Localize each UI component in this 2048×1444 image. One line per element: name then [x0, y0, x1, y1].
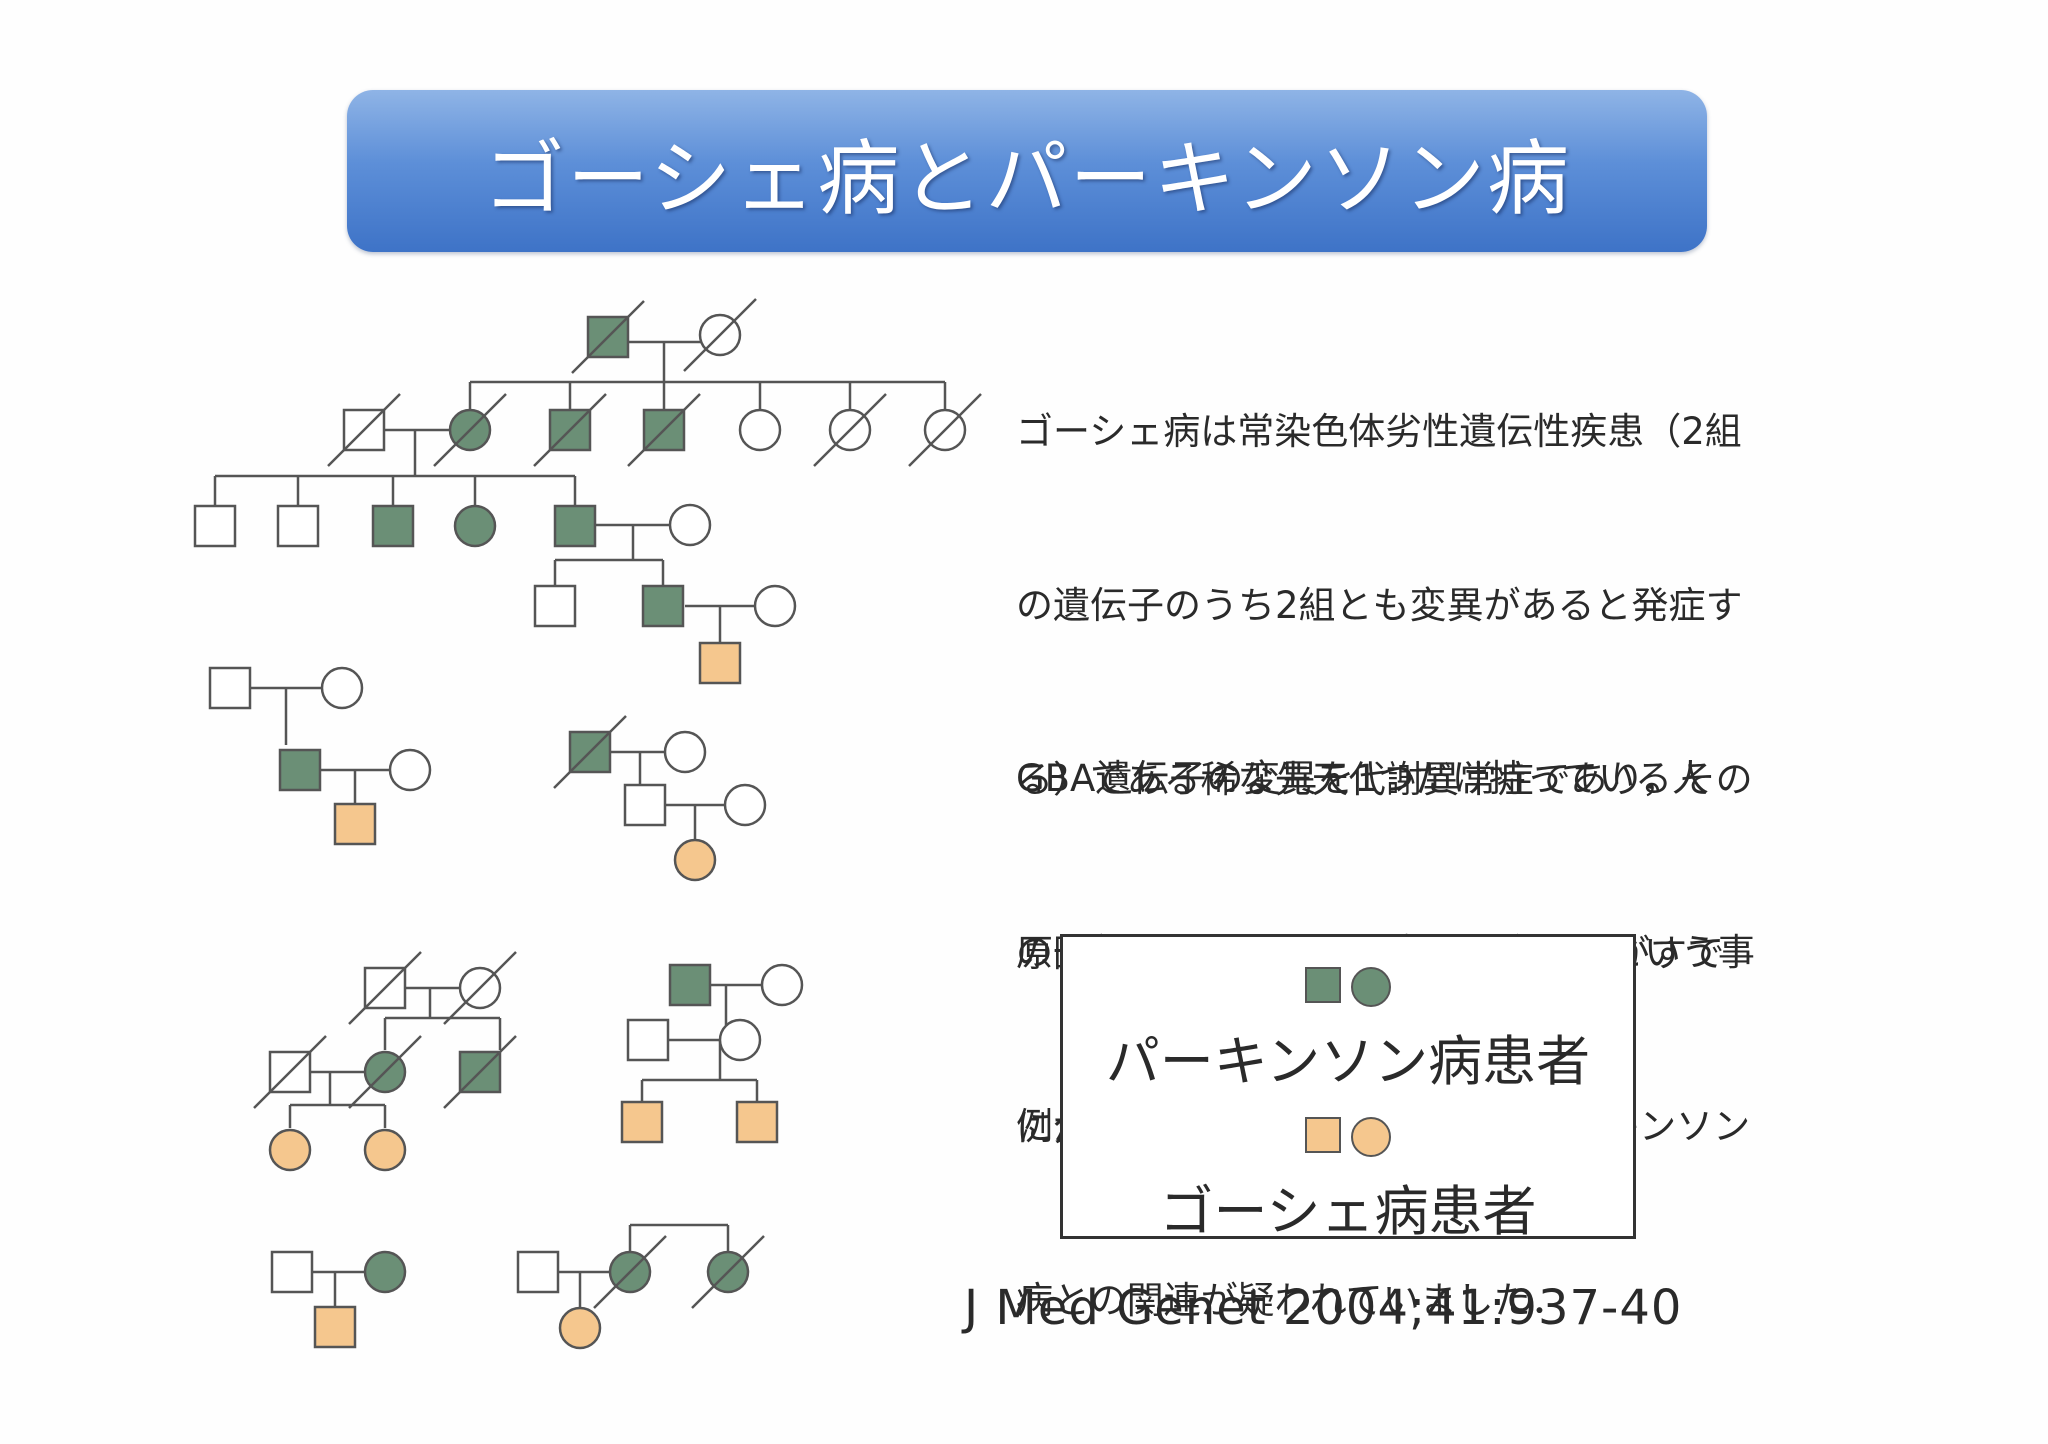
- unaffected-male-symbol: [516, 1250, 560, 1294]
- description-line: 病との関連が疑われていました．: [1016, 1279, 1568, 1322]
- pedigree-diagrams: [193, 298, 982, 1350]
- unaffected-male-symbol: [270, 1250, 314, 1294]
- parkinson-male-symbol: [641, 584, 685, 628]
- legend-parkinson-square: [1305, 967, 1341, 1003]
- legend-parkinson-label: パーキンソン病患者: [1105, 1030, 1591, 1093]
- parkinson-male-symbol: [278, 748, 322, 792]
- deceased-mark: [327, 393, 401, 467]
- citation: J Med Genet 2004;41:937-40: [964, 1280, 1683, 1336]
- deceased-mark: [553, 715, 627, 789]
- unaffected-female-symbol: [663, 730, 707, 774]
- unaffected-male-symbol: [208, 666, 252, 710]
- description-line: ゴーシェ病は常染色体劣性遺伝性疾患（2組: [1016, 410, 1742, 453]
- gaucher-male-symbol: [333, 802, 377, 846]
- unaffected-male-symbol: [623, 783, 667, 827]
- deceased-mark: [691, 1235, 765, 1309]
- gaucher-female-symbol: [558, 1306, 602, 1350]
- deceased-mark: [253, 1035, 327, 1109]
- deceased-mark: [683, 298, 757, 372]
- unaffected-female-symbol: [718, 1018, 762, 1062]
- unaffected-female-symbol: [753, 584, 797, 628]
- unaffected-female-symbol: [760, 963, 804, 1007]
- deceased-mark: [627, 393, 701, 467]
- parkinson-female-symbol: [453, 504, 497, 548]
- unaffected-male-symbol: [626, 1018, 670, 1062]
- parkinson-female-symbol: [363, 1250, 407, 1294]
- deceased-mark: [433, 393, 507, 467]
- legend-gaucher-square: [1305, 1117, 1341, 1153]
- deceased-mark: [348, 951, 422, 1025]
- unaffected-female-symbol: [668, 503, 712, 547]
- deceased-mark: [813, 393, 887, 467]
- description-line: GBA遺伝子の変異を1つだけ持っている人: [1016, 757, 1710, 800]
- page-title: ゴーシェ病とパーキンソン病: [483, 131, 1571, 227]
- unaffected-male-symbol: [276, 504, 320, 548]
- gaucher-male-symbol: [620, 1100, 664, 1144]
- legend-parkinson-circle: [1351, 967, 1391, 1007]
- legend-gaucher-circle: [1351, 1117, 1391, 1157]
- deceased-mark: [443, 951, 517, 1025]
- gaucher-female-symbol: [673, 838, 717, 882]
- unaffected-female-symbol: [388, 748, 432, 792]
- parkinson-male-symbol: [371, 504, 415, 548]
- legend-parkinson-symbols: [1063, 967, 1633, 1007]
- description-line: の遺伝子のうち2組とも変異があると発症す: [1016, 584, 1743, 627]
- deceased-mark: [571, 300, 645, 374]
- unaffected-male-symbol: [193, 504, 237, 548]
- gaucher-female-symbol: [363, 1128, 407, 1172]
- gaucher-male-symbol: [313, 1305, 357, 1349]
- unaffected-female-symbol: [320, 666, 364, 710]
- legend-box: パーキンソン病患者 ゴーシェ病患者: [1060, 934, 1636, 1243]
- legend-gaucher-label: ゴーシェ病患者: [1159, 1180, 1537, 1243]
- legend-gaucher-symbols: [1063, 1117, 1633, 1157]
- title-banner: ゴーシェ病とパーキンソン病: [347, 90, 1707, 252]
- unaffected-female-symbol: [738, 408, 782, 452]
- gaucher-male-symbol: [735, 1100, 779, 1144]
- gaucher-female-symbol: [268, 1128, 312, 1172]
- gaucher-male-symbol: [698, 641, 742, 685]
- deceased-mark: [443, 1035, 517, 1109]
- parkinson-male-symbol: [668, 963, 712, 1007]
- deceased-mark: [908, 393, 982, 467]
- description-line: る）である稀な先天代謝異常症であり，その: [1016, 758, 1753, 801]
- deceased-mark: [593, 1235, 667, 1309]
- parkinson-male-symbol: [553, 504, 597, 548]
- unaffected-male-symbol: [533, 584, 577, 628]
- deceased-mark: [348, 1035, 422, 1109]
- deceased-mark: [533, 393, 607, 467]
- unaffected-female-symbol: [723, 783, 767, 827]
